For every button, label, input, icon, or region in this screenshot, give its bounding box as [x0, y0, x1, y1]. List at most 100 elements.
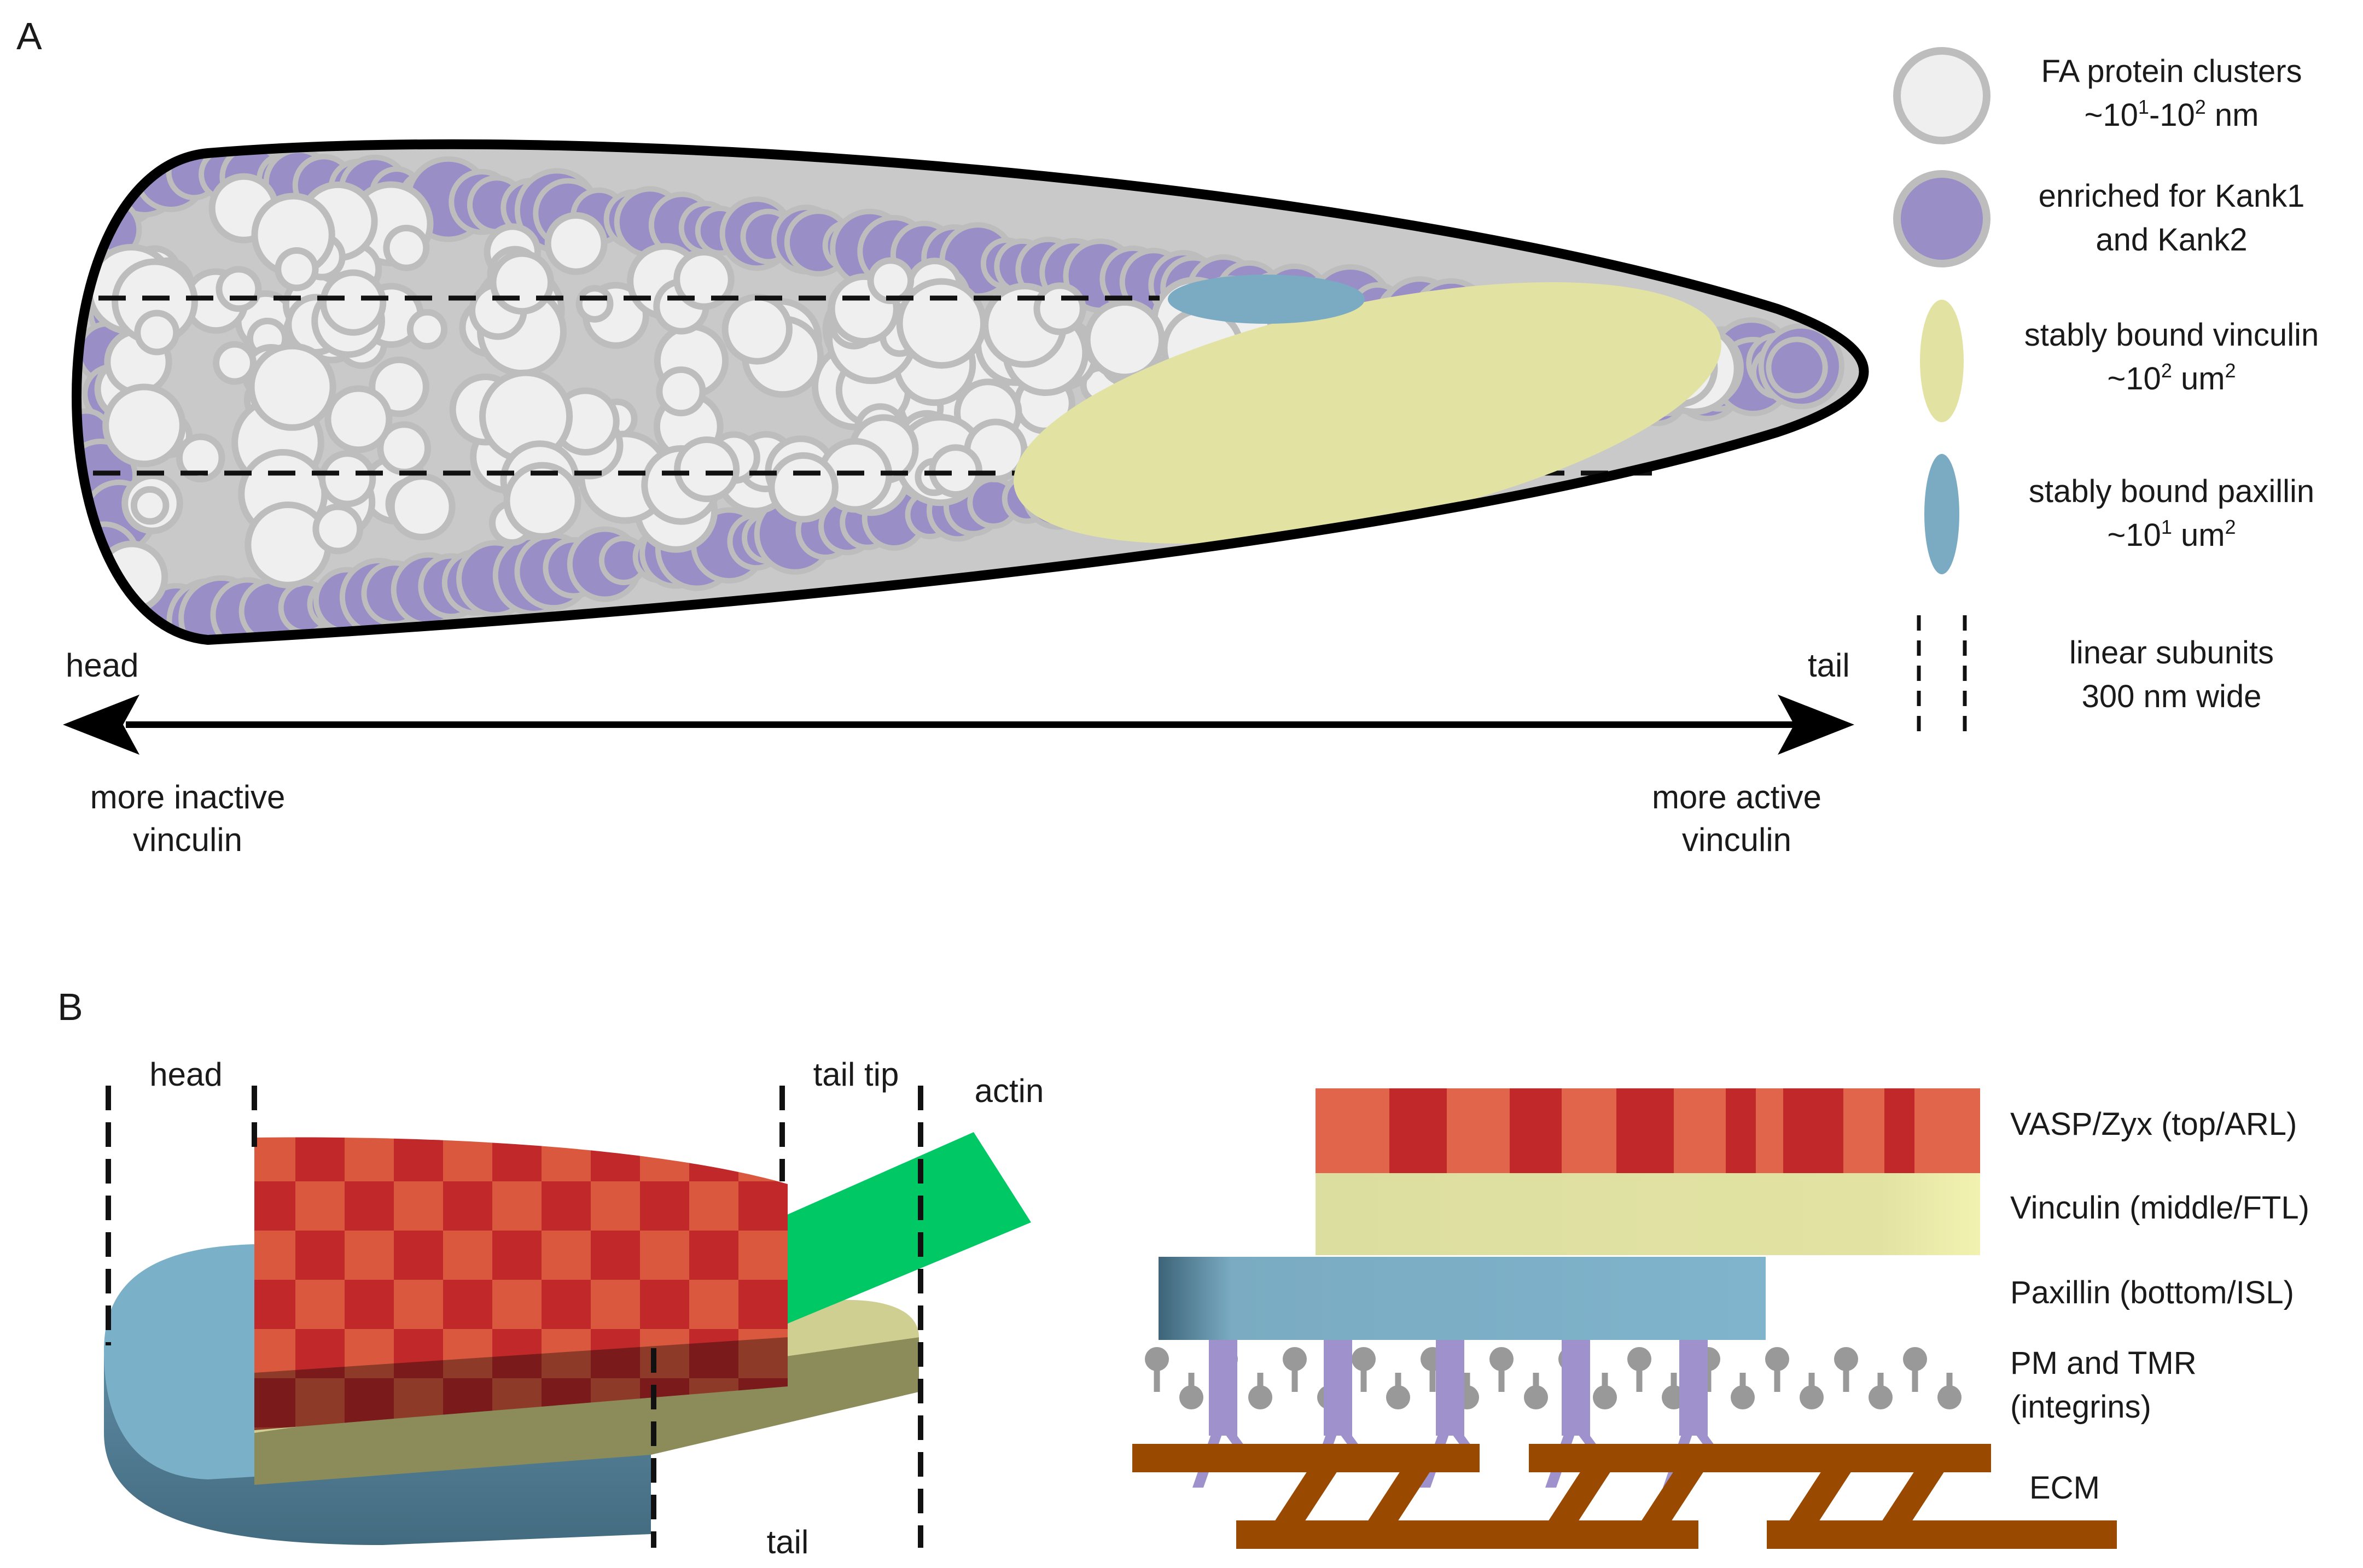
fa-cluster [134, 310, 180, 355]
fa-cluster [896, 278, 987, 369]
head-tail-axis [63, 695, 1854, 755]
fa-cluster [721, 294, 793, 365]
lipid-head [1524, 1385, 1548, 1409]
kank-cluster [77, 533, 100, 587]
vasp-stripe [1843, 1088, 1884, 1173]
axis-arrow-left [63, 695, 139, 755]
legend-paxillin-swatch [1924, 454, 1959, 574]
lipid-head [1627, 1347, 1651, 1371]
fa-cluster [319, 269, 387, 336]
axis-right-line1: more active [1652, 779, 1821, 815]
integrin-stalk [1209, 1340, 1237, 1436]
fa-cluster [768, 452, 839, 523]
panel-a-label: A [16, 15, 42, 57]
integrin-stalk [1679, 1340, 1708, 1436]
legend-kank-line2: and Kank2 [2096, 222, 2247, 258]
lipid-head [1179, 1385, 1203, 1409]
lipid-head [1489, 1347, 1514, 1371]
fa-cluster [867, 257, 915, 304]
adhesion-3d-model [104, 1086, 1031, 1548]
fa-cluster [216, 266, 262, 312]
fa-cluster [130, 486, 170, 525]
panel-b-head-label: head [149, 1056, 222, 1093]
fa-cluster [406, 308, 448, 350]
layer-label-ecm: ECM [2029, 1470, 2100, 1506]
vasp-zyx-block-front [254, 1137, 788, 1375]
fa-cluster [490, 250, 555, 315]
legend-cluster-line2: ~101-102 nm [2085, 96, 2259, 133]
ecm-crosslink [1274, 1471, 1337, 1522]
vasp-stripe [1316, 1088, 1389, 1173]
vasp-stripe [1783, 1088, 1843, 1173]
fa-cluster [388, 473, 456, 540]
legend-kank-swatch [1893, 170, 1990, 267]
legend-vinculin-line1: stably bound vinculin [2024, 317, 2319, 353]
legend-paxillin-line2: ~101 um2 [2107, 516, 2236, 553]
legend-paxillin-line1: stably bound paxillin [2029, 474, 2314, 509]
paxillin-layer [1159, 1257, 1766, 1340]
layer-label-pm-tmr: PM and TMR [2010, 1345, 2197, 1381]
vasp-stripe [1914, 1088, 1980, 1173]
legend-cluster-line1: FA protein clusters [2041, 54, 2302, 89]
axis-head-label: head [66, 647, 138, 684]
fa-cluster [544, 212, 608, 275]
stably-bound-paxillin-region [1168, 275, 1365, 324]
lipid-head [1903, 1347, 1927, 1371]
vasp-stripe [1726, 1088, 1756, 1173]
ecm-crosslink [1641, 1471, 1704, 1522]
ecm-crosslinks [1274, 1471, 1945, 1522]
legend-kank-line1: enriched for Kank1 [2039, 178, 2305, 214]
fa-cluster [674, 436, 740, 503]
lipid-head [1248, 1385, 1272, 1409]
fa-cluster [319, 450, 376, 508]
panel-a-legend: FA protein clusters ~101-102 nm enriched… [1893, 47, 2319, 738]
legend-vinculin-line2: ~102 um2 [2107, 359, 2236, 397]
stably-bound-vinculin-region [1014, 282, 1721, 544]
legend-subunit-line2: 300 nm wide [2082, 679, 2262, 714]
axis-left-line1: more inactive [90, 779, 286, 815]
axis-left-line2: vinculin [133, 821, 242, 858]
fa-cluster [1033, 282, 1086, 335]
plasma-membrane [1145, 1347, 1962, 1409]
legend-cluster-swatch [1893, 47, 1990, 144]
teardrop-outline [72, 139, 1869, 645]
fa-cluster [213, 341, 257, 385]
ecm-network [1132, 1444, 2117, 1549]
panel-b-tail-label: tail [767, 1524, 809, 1560]
layer-label-paxillin: Paxillin (bottom/ISL) [2010, 1275, 2294, 1310]
integrin-stalk [1324, 1340, 1352, 1436]
lipid-head [1731, 1385, 1755, 1409]
lipid-head [1800, 1385, 1824, 1409]
fa-cluster [673, 249, 735, 310]
axis-arrow-right [1778, 695, 1854, 755]
panel-b-tail-tip-label: tail tip [813, 1056, 899, 1093]
axis-tail-label: tail [1808, 647, 1850, 684]
vasp-stripe [1562, 1088, 1616, 1173]
fa-cluster [383, 224, 430, 271]
lipid-head [1352, 1347, 1376, 1371]
fa-cluster [656, 366, 706, 417]
ecm-strand-2 [1529, 1444, 1991, 1472]
lipid-head [1869, 1385, 1893, 1409]
layer-cross-section [1132, 1088, 2117, 1549]
fa-cluster [324, 385, 393, 453]
lipid-head [1937, 1385, 1962, 1409]
fa-cluster [248, 342, 336, 431]
vasp-stripe [1884, 1088, 1914, 1173]
layer-label-vasp: VASP/Zyx (top/ARL) [2010, 1106, 2297, 1142]
ecm-crosslink [1882, 1471, 1945, 1522]
vinculin-layer [1316, 1173, 1980, 1255]
ecm-strand-1 [1132, 1444, 1480, 1472]
ecm-crosslink [1367, 1471, 1430, 1522]
kank-cluster [1766, 336, 1828, 399]
vasp-stripe [1510, 1088, 1562, 1173]
lipid-head [1834, 1347, 1858, 1371]
fa-cluster [312, 503, 364, 555]
integrin-stalk [1436, 1340, 1464, 1436]
vasp-stripe [1389, 1088, 1447, 1173]
paxillin-layer-side [104, 1351, 651, 1545]
paxillin-layer-top [104, 1244, 254, 1479]
fa-cluster [102, 383, 186, 468]
legend-vinculin-swatch [1920, 300, 1964, 422]
vasp-stripe [1616, 1088, 1674, 1173]
